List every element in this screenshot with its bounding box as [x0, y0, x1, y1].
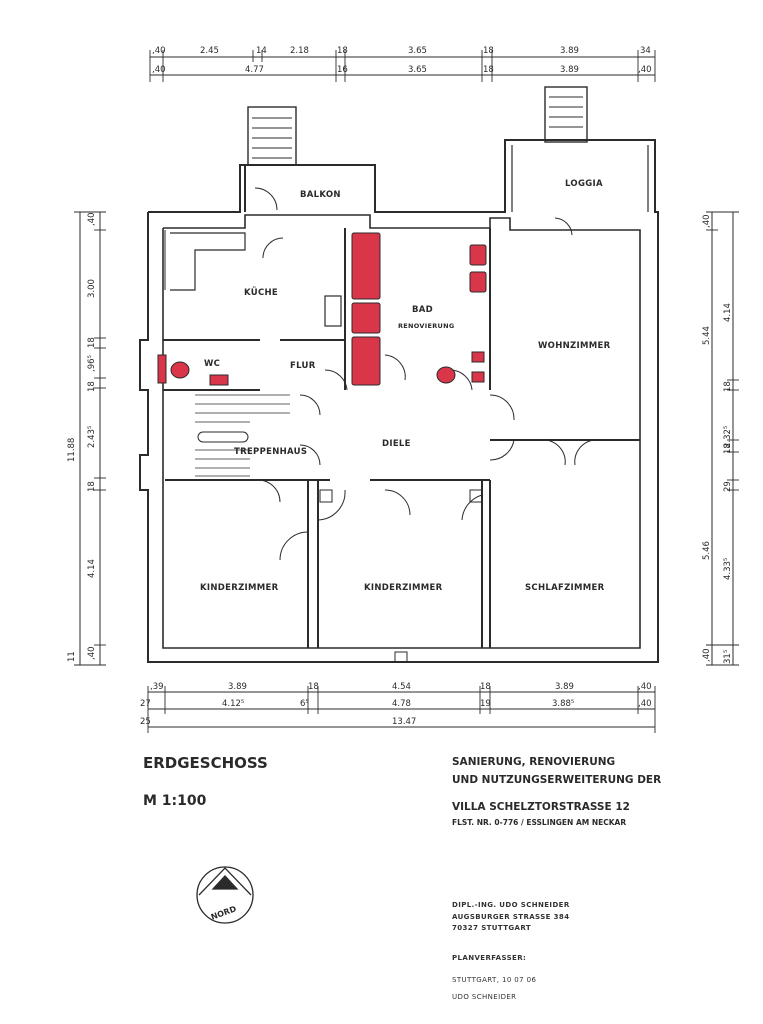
- dim-right-9: ,40: [702, 648, 712, 662]
- dim-bottom-1-2: 18: [308, 682, 319, 692]
- architect-city: 70327 STUTTGART: [452, 924, 532, 932]
- north-label: NORD: [210, 904, 238, 922]
- dim-top-2-1: 4.77: [245, 65, 264, 75]
- dim-top-2-0: ,40: [152, 65, 166, 75]
- dim-bottom-1-6: ,40: [638, 682, 652, 692]
- dim-right-1: 4.14: [723, 303, 733, 322]
- room-label-flur: FLUR: [290, 361, 316, 371]
- dim-right-6: 29: [723, 481, 733, 492]
- dim-bottom-1-1: 3.89: [228, 682, 247, 692]
- dim-bottom-2-3: 4.78: [392, 699, 411, 709]
- dim-bottom-2-6: ,40: [638, 699, 652, 709]
- dim-right-4: 2.32⁵: [723, 426, 733, 448]
- room-label-renovierung: RENOVIERUNG: [398, 322, 454, 330]
- dim-left-7: 4.14: [87, 559, 97, 578]
- dim-left-1: 3.00: [87, 279, 97, 298]
- dim-left-6: 18: [87, 481, 97, 492]
- dim-right-2: 5.44: [702, 326, 712, 345]
- dim-bottom-1-0: ,39: [150, 682, 164, 692]
- project-line-2: UND NUTZUNGSERWEITERUNG DER: [452, 774, 662, 786]
- room-label-treppenhaus: TREPPENHAUS: [234, 447, 307, 457]
- parcel-number: FLST. NR. 0-776 / ESSLINGEN AM NECKAR: [452, 818, 627, 827]
- room-label-kinderzimmer-1: KINDERZIMMER: [200, 583, 279, 593]
- dim-bottom-2-1: 4.12⁵: [222, 699, 244, 709]
- room-label-diele: DIELE: [382, 439, 411, 449]
- dim-right-5: 18: [723, 443, 733, 454]
- dim-bottom-2-2: 6⁵: [300, 699, 309, 709]
- room-label-kinderzimmer-2: KINDERZIMMER: [364, 583, 443, 593]
- dim-top-1-8: 34: [640, 46, 651, 56]
- dim-bottom-2-0: 27: [140, 699, 151, 709]
- plan-author: UDO SCHNEIDER: [452, 993, 517, 1001]
- project-line-1: SANIERUNG, RENOVIERUNG: [452, 756, 616, 768]
- dim-top-1-7: 3.89: [560, 46, 579, 56]
- floor-title: ERDGESCHOSS: [143, 754, 268, 772]
- room-label-bad: BAD: [412, 305, 433, 315]
- dim-top-1-2: 14: [256, 46, 267, 56]
- dim-top-1-0: ,40: [152, 46, 166, 56]
- dim-bottom-2-4: 19: [480, 699, 491, 709]
- dim-top-1-6: 18: [483, 46, 494, 56]
- room-label-wc: WC: [204, 359, 220, 369]
- dim-top-1-5: 3.65: [408, 46, 427, 56]
- room-label-kueche: KÜCHE: [244, 287, 278, 298]
- dim-top-2-5: 3.89: [560, 65, 579, 75]
- room-label-schlafzimmer: SCHLAFZIMMER: [525, 583, 605, 593]
- dim-top-1-3: 2.18: [290, 46, 309, 56]
- dim-left-9: 11: [67, 651, 77, 662]
- dim-left-4: 18: [87, 381, 97, 392]
- dim-left-2: 18: [87, 337, 97, 348]
- dim-right-0: ,40: [702, 214, 712, 228]
- dim-left-8: ,40: [87, 646, 97, 660]
- dim-left-0: ,40: [87, 212, 97, 226]
- dim-left-3: ,96⁵: [87, 355, 97, 372]
- north-arrow-icon: [196, 866, 254, 924]
- room-label-wohnzimmer: WOHNZIMMER: [538, 341, 611, 351]
- dim-bottom-3-1: 13.47: [392, 717, 416, 727]
- dim-right-10: 31⁵: [723, 650, 733, 664]
- dim-right-3: 18: [723, 381, 733, 392]
- dim-top-2-4: 18: [483, 65, 494, 75]
- architect-name: DIPL.-ING. UDO SCHNEIDER: [452, 901, 570, 909]
- architect-street: AUGSBURGER STRASSE 384: [452, 913, 570, 921]
- dim-left-10: 11.88: [67, 438, 77, 462]
- room-label-balkon: BALKON: [300, 190, 341, 200]
- planverfasser-label: PLANVERFASSER:: [452, 954, 527, 962]
- scale-label: M 1:100: [143, 793, 207, 809]
- dim-top-1-1: 2.45: [200, 46, 219, 56]
- villa-address: VILLA SCHELZTORSTRASSE 12: [452, 801, 630, 813]
- room-label-loggia: LOGGIA: [565, 179, 603, 189]
- dim-top-2-2: 16: [337, 65, 348, 75]
- plan-date: STUTTGART, 10 07 06: [452, 976, 537, 984]
- dim-right-8: 4.33⁵: [723, 558, 733, 580]
- dim-bottom-1-4: 18: [480, 682, 491, 692]
- dim-top-2-3: 3.65: [408, 65, 427, 75]
- dim-bottom-3-0: 25: [140, 717, 151, 727]
- dim-top-2-6: ,40: [638, 65, 652, 75]
- dim-bottom-1-5: 3.89: [555, 682, 574, 692]
- dim-left-5: 2.43⁵: [87, 426, 97, 448]
- dim-bottom-2-5: 3.88⁵: [552, 699, 574, 709]
- dim-bottom-1-3: 4.54: [392, 682, 411, 692]
- dim-right-7: 5.46: [702, 541, 712, 560]
- dim-top-1-4: 18: [337, 46, 348, 56]
